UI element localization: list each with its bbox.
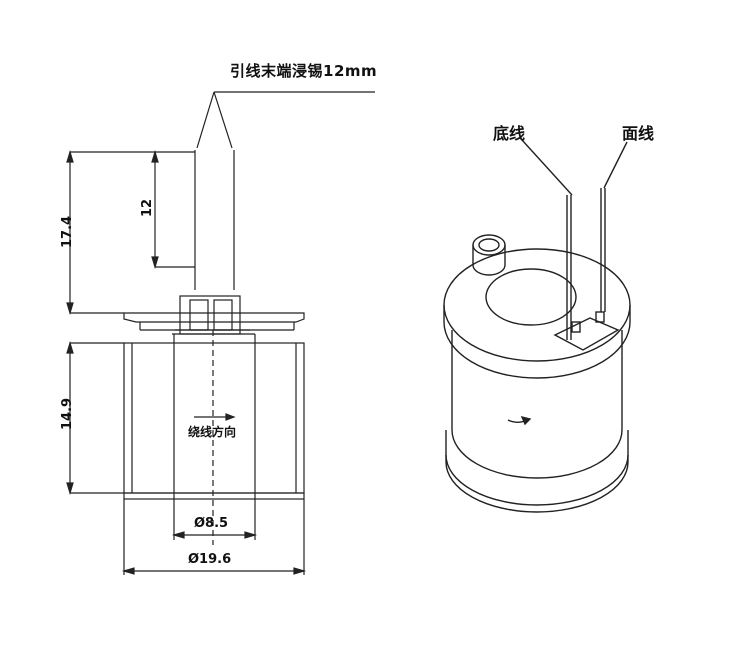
dimension-tin-length: 12: [140, 198, 155, 217]
dimension-outer-diameter: Ø19.6: [188, 552, 232, 567]
lead-tin-note: 引线末端浸锡12mm: [230, 62, 378, 80]
coil-body: [123, 342, 305, 494]
dimension-inner-diameter: Ø8.5: [194, 516, 229, 531]
top-flange: [123, 312, 305, 323]
note-leader-left: [196, 91, 215, 149]
top-lead-label: 面线: [622, 124, 655, 143]
dimension-total-height: 17.4: [60, 215, 75, 248]
bobbin-3d-view: [443, 139, 631, 513]
bottom-lead-label: 底线: [493, 124, 526, 143]
note-leader-right: [213, 91, 233, 149]
dimension-body-height: 14.9: [60, 397, 75, 430]
winding-direction-label: 绕线方向: [188, 425, 237, 439]
